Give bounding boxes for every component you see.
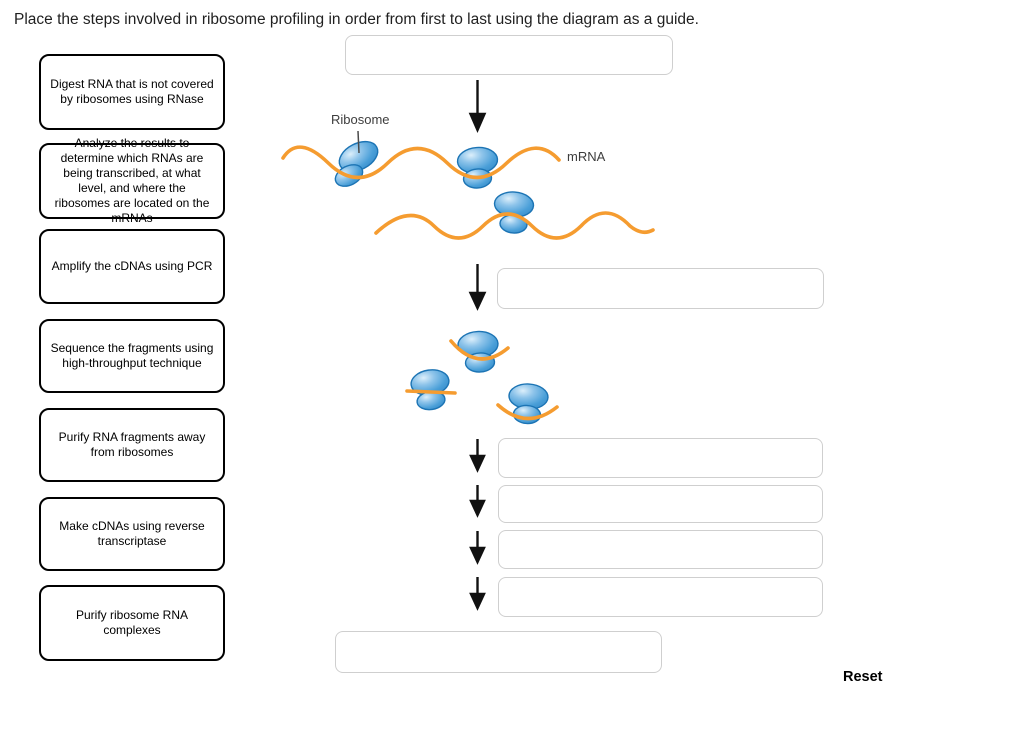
step-card-label: Analyze the results to determine which R… — [54, 136, 210, 225]
step-card-label: Purify ribosome RNA complexes — [75, 608, 189, 637]
ribosome-fragment-top — [449, 330, 510, 373]
ribosome-on-mrna-1 — [334, 140, 379, 187]
step-card-digest-rna[interactable]: Digest RNA that is not covered by riboso… — [39, 54, 225, 130]
drop-slot-2[interactable] — [497, 268, 824, 309]
step-card-label: Purify RNA fragments away from ribosomes — [58, 430, 206, 459]
drop-slot-6[interactable] — [498, 577, 823, 617]
drop-slot-4[interactable] — [498, 485, 823, 523]
mrna-strand-1 — [281, 145, 561, 180]
ribosome-label-pointer — [357, 130, 360, 154]
mrna-fragment — [449, 339, 510, 361]
down-arrow-icon — [469, 577, 486, 611]
ribosome-on-mrna-2 — [456, 146, 499, 189]
drop-slot-7[interactable] — [335, 631, 662, 673]
ribosome-on-mrna-3 — [493, 191, 535, 234]
ribosome-fragment-right — [496, 383, 559, 425]
down-arrow-icon — [468, 264, 487, 311]
drop-slot-1[interactable] — [345, 35, 673, 75]
step-card-amplify-cdnas[interactable]: Amplify the cDNAs using PCR — [39, 229, 225, 304]
down-arrow-icon — [468, 80, 487, 133]
mrna-fragment — [496, 403, 559, 421]
step-card-label: Amplify the cDNAs using PCR — [51, 259, 213, 273]
step-card-analyze-results[interactable]: Analyze the results to determine which R… — [39, 136, 225, 225]
ribosome-label: Ribosome — [331, 112, 390, 127]
reset-button[interactable]: Reset — [843, 669, 883, 685]
step-card-label: Sequence the fragments using high-throug… — [50, 341, 214, 370]
mrna-fragment — [405, 389, 457, 395]
down-arrow-icon — [469, 439, 486, 473]
step-card-make-cdnas[interactable]: Make cDNAs using reverse transcriptase — [39, 497, 225, 571]
mrna-label: mRNA — [567, 149, 606, 164]
drop-slot-3[interactable] — [498, 438, 823, 478]
page-title: Place the steps involved in ribosome pro… — [14, 11, 699, 28]
ribosome-fragment-left — [405, 369, 457, 411]
step-card-sequence-fragments[interactable]: Sequence the fragments using high-throug… — [39, 319, 225, 393]
step-card-purify-complexes[interactable]: Purify ribosome RNA complexes — [39, 585, 225, 661]
step-card-label: Digest RNA that is not covered by riboso… — [50, 77, 214, 106]
drop-slot-5[interactable] — [498, 530, 823, 569]
down-arrow-icon — [469, 531, 486, 565]
step-card-purify-fragments[interactable]: Purify RNA fragments away from ribosomes — [39, 408, 225, 482]
down-arrow-icon — [469, 485, 486, 518]
mrna-strand-2 — [374, 211, 655, 240]
step-card-label: Make cDNAs using reverse transcriptase — [59, 519, 205, 548]
